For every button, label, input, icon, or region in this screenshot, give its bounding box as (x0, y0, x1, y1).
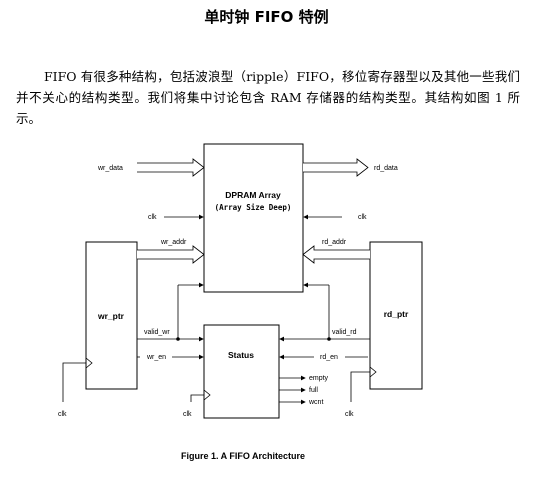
dpram-array-block (203, 143, 304, 293)
rd-data-bus-arrow (303, 158, 369, 177)
clk-rd-ptr-clock-symbol (369, 366, 377, 378)
wr-ptr-label: wr_ptr (97, 311, 125, 321)
rd-ptr-block (369, 241, 423, 390)
clk-rd-ptr-label: clk (345, 411, 354, 418)
wr-en-label: wr_en (146, 354, 166, 361)
full-label: full (309, 387, 318, 394)
dpram-title: DPRAM Array (225, 190, 281, 200)
clk-status-clock-symbol (203, 389, 211, 401)
figure-caption: Figure 1. A FIFO Architecture (181, 451, 305, 461)
empty-label: empty (309, 375, 329, 382)
clk-wr-ptr-line (62, 362, 86, 402)
wr-data-label: wr_data (97, 165, 123, 172)
valid-rd-label: valid_rd (332, 329, 357, 336)
rd-ptr-label: rd_ptr (384, 309, 409, 319)
rd-addr-label: rd_addr (322, 239, 347, 246)
clk-wr-ptr-label: clk (58, 411, 67, 418)
valid-wr-label: valid_wr (144, 329, 170, 336)
body-paragraph: FIFO 有很多种结构，包括波浪型（ripple）FIFO，移位寄存器型以及其他… (16, 69, 520, 126)
status-block (203, 324, 280, 419)
wr-addr-label: wr_addr (160, 239, 187, 246)
clk-right-label: clk (358, 214, 367, 221)
wr-data-bus-arrow (137, 158, 205, 177)
wr-ptr-block (85, 241, 138, 390)
wcnt-label: wcnt (308, 399, 323, 406)
clk-status-line (190, 394, 204, 402)
clk-rd-ptr-line (350, 371, 370, 402)
clk-wr-ptr-clock-symbol (85, 357, 93, 369)
clk-status-label: clk (183, 411, 192, 418)
rd-en-label: rd_en (320, 354, 338, 361)
dpram-subtitle: (Array Size Deep) (215, 203, 292, 212)
document-title: 单时钟 FIFO 特例 (204, 8, 329, 26)
status-label: Status (228, 350, 254, 360)
rd-data-label: rd_data (374, 165, 398, 172)
rd-addr-bus-arrow (302, 245, 370, 264)
wr-addr-bus-arrow (137, 245, 205, 264)
clk-left-label: clk (148, 214, 157, 221)
